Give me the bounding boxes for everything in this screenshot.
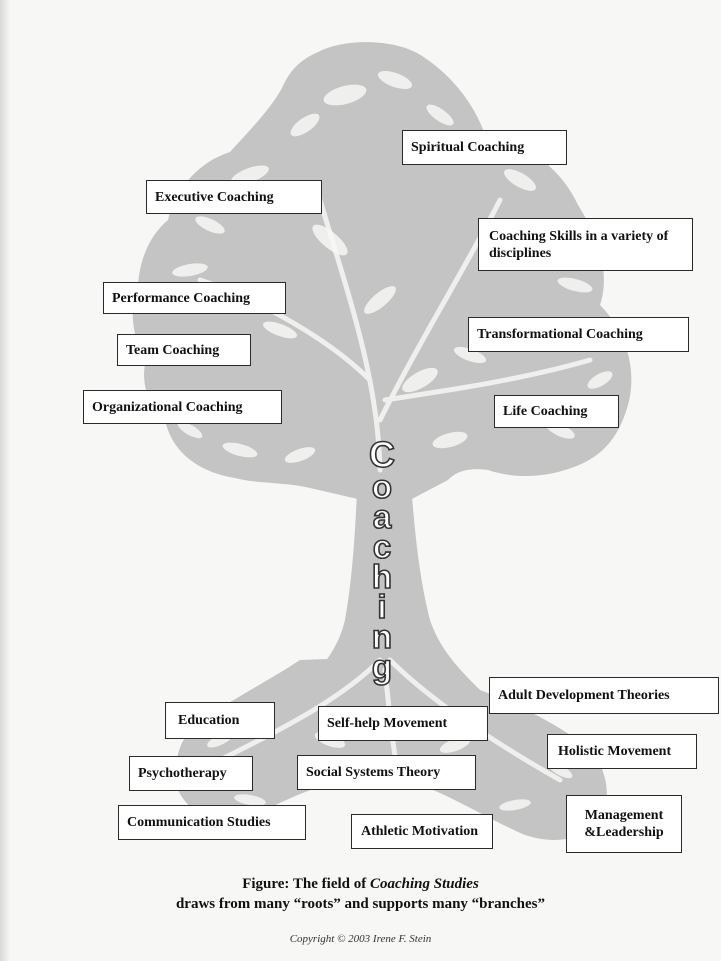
center-letter: a [372,498,392,535]
branch-life-coaching: Life Coaching [494,395,619,428]
center-letter: o [371,468,393,505]
copyright-notice: Copyright © 2003 Irene F. Stein [289,933,432,945]
caption-line-1: Figure: The field of Coaching Studies [0,874,721,894]
caption-italic-title: Coaching Studies [370,876,479,892]
root-adult-development-theories: Adult Development Theories [489,677,719,714]
center-letter: i [377,588,388,625]
root-athletic-motivation: Athletic Motivation [351,814,493,849]
figure-caption: Figure: The field of Coaching Studies dr… [0,874,721,914]
center-letter: C [368,434,396,475]
branch-transformational-coaching: Transformational Coaching [468,317,689,352]
root-self-help-movement: Self-help Movement [318,706,488,741]
root-psychotherapy: Psychotherapy [129,756,253,791]
scan-edge-shadow [0,0,10,961]
caption-line-2: draws from many “roots” and supports man… [175,896,546,912]
root-management-leadership: Management &Leadership [566,795,682,853]
branch-organizational-coaching: Organizational Coaching [83,390,282,424]
caption-prefix: Figure: The field of [242,876,370,892]
center-word-coaching: C o a c h i n g [357,434,407,685]
branch-performance-coaching: Performance Coaching [103,282,286,314]
center-letter: g [371,648,393,685]
branch-coaching-skills: Coaching Skills in a variety of discipli… [478,218,693,271]
root-education: Education [165,702,275,739]
branch-executive-coaching: Executive Coaching [146,180,322,214]
branch-spiritual-coaching: Spiritual Coaching [402,130,567,165]
center-letter: c [372,528,392,565]
branch-team-coaching: Team Coaching [117,334,251,366]
tree-trunk [300,470,480,690]
root-communication-studies: Communication Studies [118,805,306,840]
root-social-systems-theory: Social Systems Theory [297,755,476,790]
tree-leaf-cutouts [172,70,613,811]
center-letter: n [371,618,393,655]
root-holistic-movement: Holistic Movement [547,734,697,769]
center-letter: h [371,558,393,595]
